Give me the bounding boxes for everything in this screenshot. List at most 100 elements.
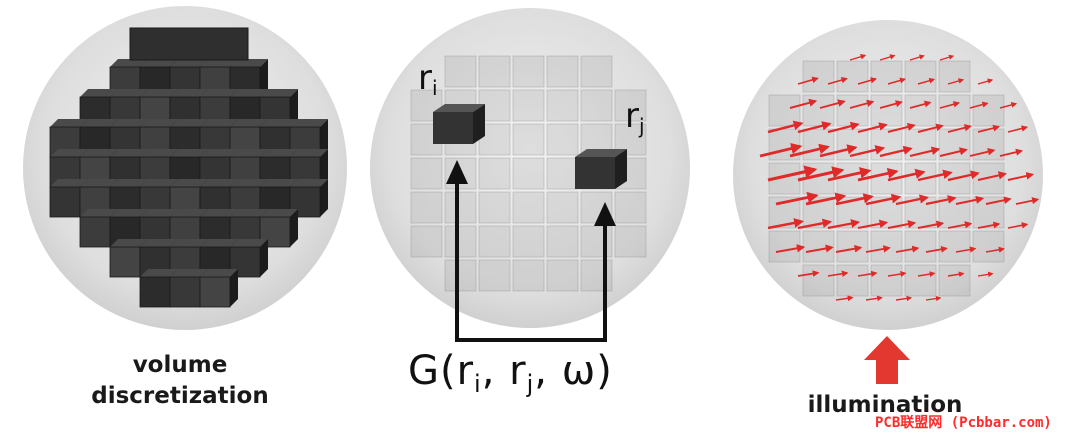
field-arrow (955, 195, 985, 206)
field-arrow (909, 146, 941, 158)
field-arrow (759, 142, 803, 158)
ghost-cube (546, 55, 579, 88)
field-arrow (797, 218, 833, 230)
ghost-cube (836, 60, 869, 93)
field-arrow (805, 244, 834, 253)
ghost-cube (546, 191, 579, 224)
ghost-cube (836, 230, 869, 263)
ghost-cube (546, 157, 579, 190)
field-arrow (835, 295, 854, 302)
voxel-cube (289, 179, 328, 218)
ghost-cube (478, 191, 511, 224)
field-arrow (985, 246, 1005, 253)
ghost-cube (938, 264, 971, 297)
field-arrow (879, 100, 903, 109)
voxel-cube (199, 269, 238, 308)
field-arrow (789, 143, 830, 158)
ghost-cube (580, 89, 613, 122)
field-arrow (895, 295, 913, 302)
ghost-cube (614, 123, 647, 156)
field-arrow (977, 78, 994, 85)
field-arrow (805, 192, 847, 206)
field-arrow (999, 102, 1018, 109)
green-function-panel (370, 8, 690, 342)
field-arrow (797, 121, 832, 134)
ghost-cube (410, 157, 443, 190)
field-arrow (947, 271, 965, 278)
ghost-cube (512, 259, 545, 292)
field-arrow (857, 122, 888, 134)
field-arrow (895, 245, 920, 253)
ghost-cube (478, 225, 511, 258)
ghost-cube (802, 230, 835, 263)
ghost-cube (870, 60, 903, 93)
ghost-cube (546, 225, 579, 258)
voxel-cube-cluster (49, 27, 328, 308)
watermark-text: PCB联盟网 (Pcbbar.com) (875, 415, 1052, 431)
ghost-cube (410, 191, 443, 224)
illumination-caption: illumination (807, 392, 963, 418)
ghost-cube (870, 230, 903, 263)
field-arrow (977, 221, 1001, 229)
ghost-cube (768, 94, 801, 127)
field-arrow (767, 218, 804, 230)
ghost-cube (580, 55, 613, 88)
voxel-cube (129, 27, 249, 61)
field-arrow (955, 246, 977, 253)
field-arrow (925, 295, 942, 302)
field-arrow (939, 101, 961, 109)
field-arrow (819, 99, 846, 109)
ghost-cube (802, 128, 835, 161)
ghost-cube (444, 55, 477, 88)
ghost-cube (512, 157, 545, 190)
ghost-cube (512, 89, 545, 122)
field-arrow (939, 54, 955, 61)
ghost-cube (580, 259, 613, 292)
field-arrow (977, 271, 994, 278)
field-arrow (857, 219, 889, 230)
field-arrow (797, 166, 845, 182)
field-arrow (827, 167, 872, 182)
ghost-cube (904, 264, 937, 297)
field-arrow (849, 53, 867, 61)
field-arrow (947, 78, 965, 85)
caption-line-1: volume (132, 352, 228, 378)
label-ri: ri (418, 58, 438, 100)
field-arrow (939, 147, 968, 157)
ghost-cube (444, 259, 477, 292)
field-arrow (819, 144, 858, 158)
ghost-cube (580, 225, 613, 258)
field-arrow (947, 124, 972, 133)
ghost-cube (836, 94, 869, 127)
ghost-cube (904, 230, 937, 263)
ghost-cube (478, 259, 511, 292)
field-arrow (917, 220, 945, 229)
field-arrow (879, 145, 913, 158)
ghost-cube (768, 230, 801, 263)
ghost-cube (802, 60, 835, 93)
arrow-to-ri (446, 160, 468, 184)
ghost-cube (972, 94, 1005, 127)
field-arrow (947, 221, 973, 229)
field-arrow (895, 194, 929, 206)
field-arrow (797, 270, 820, 277)
field-arrow (797, 76, 819, 85)
caption-line-2: discretization (91, 383, 269, 409)
field-arrow (985, 196, 1012, 205)
ghost-cube (614, 225, 647, 258)
ghost-cube (802, 264, 835, 297)
field-arrow (999, 148, 1024, 157)
field-arrow (909, 100, 932, 109)
field-arrow (1007, 222, 1029, 229)
field-arrow (865, 245, 891, 253)
field-arrow (879, 54, 896, 61)
ghost-cube (444, 225, 477, 258)
arrow-to-rj (594, 202, 616, 226)
field-arrow (835, 244, 863, 253)
field-arrow (917, 77, 936, 85)
field-arrow (1007, 125, 1029, 133)
ghost-cube (938, 230, 971, 263)
field-arrow (917, 169, 953, 182)
ghost-cube (836, 264, 869, 297)
